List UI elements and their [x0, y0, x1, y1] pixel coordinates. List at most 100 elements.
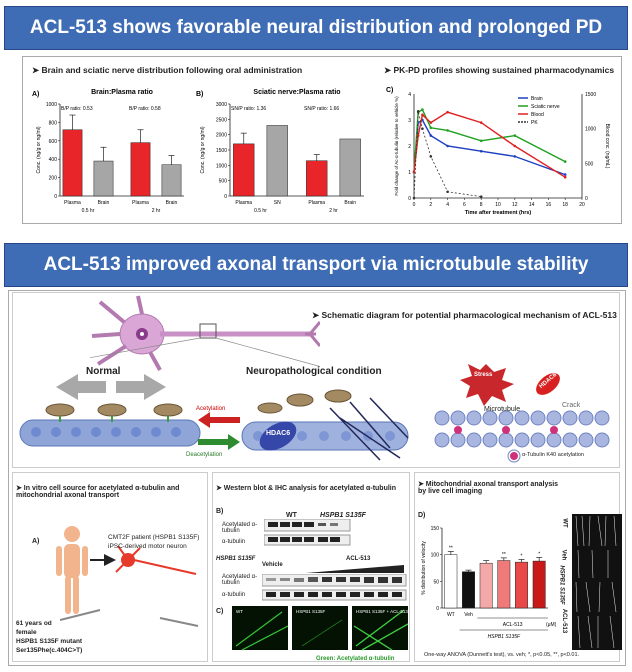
category-label: Plasma: [235, 200, 252, 206]
ky-veh-label: Veh: [560, 549, 567, 561]
data-point: [412, 196, 416, 200]
footnote: One-way ANOVA (Dunnett's test), vs. veh;…: [424, 652, 580, 658]
data-point: [421, 127, 424, 130]
invitro-panel: [12, 472, 208, 662]
patient-label: CMT2F patient (HSPB1 S135F): [108, 534, 200, 541]
data-point: [479, 195, 483, 198]
stress-label: Stress: [474, 372, 493, 378]
wb-hspb-label-2: HSPB1 S135F: [216, 556, 256, 562]
section-title-pkpd: ➤ PK-PD profiles showing sustained pharm…: [384, 65, 615, 75]
y2-tick-label: 1000: [585, 127, 596, 133]
wb-dose-triangle: [306, 565, 404, 573]
section-title-wb: ➤ Western blot & IHC analysis for acetyl…: [216, 485, 397, 492]
y-tick-label: 2500: [216, 117, 227, 123]
neuro-label: Neuropathological condition: [246, 366, 382, 377]
ihc-legend: Green: Acetylated α-tubulin: [316, 656, 395, 662]
chart-title: Sciatic nerve:Plasma ratio: [253, 89, 340, 96]
y-tick-label: 200: [49, 176, 58, 182]
data-point: [446, 190, 449, 194]
y-tick-label: 400: [49, 157, 58, 163]
x-tick-label: 20: [579, 202, 585, 208]
legend-entry: PK: [531, 120, 538, 126]
wb-blot-top: [264, 519, 351, 546]
data-point: [479, 121, 483, 124]
wb-acet-label-2: Acetylated α-tubulin: [222, 574, 258, 586]
hdac6-label-left: HDAC6: [266, 430, 291, 437]
k40-label: α-Tubulin K40 acetylation: [522, 452, 584, 458]
dose-label: ACL-513: [503, 622, 523, 628]
data-point: [446, 144, 449, 148]
normal-label: Normal: [86, 366, 121, 377]
x-tick-label: 16: [546, 202, 552, 208]
category-label: Plasma: [308, 200, 325, 206]
bar: [93, 160, 114, 197]
group-label: 2 hr: [152, 208, 161, 214]
category-label: Plasma: [64, 200, 81, 206]
y-tick-label: 500: [219, 179, 228, 185]
ipsc-label: iPSC-derived motor neuron: [108, 543, 187, 550]
ihc-hspb-label: HSPB1 S135F: [296, 609, 326, 614]
ihc-wt-label: WT: [236, 609, 243, 614]
data-point: [412, 170, 416, 174]
ihc-acl-label: HSPB1 S135F + ACL-513: [356, 609, 408, 614]
data-point: [479, 139, 483, 143]
group-label: 0.5 hr: [254, 208, 267, 214]
panel-b-label: B): [216, 508, 224, 515]
panel-letter: C): [386, 87, 393, 94]
scale-lines: [60, 609, 199, 627]
bar: [444, 554, 458, 609]
data-point: [513, 134, 517, 137]
data-point: [429, 155, 433, 158]
section-title-brain: ➤ Brain and sciatic nerve distribution f…: [32, 65, 303, 75]
wb-acl-label: ACL-513: [346, 556, 371, 562]
y-axis-label: Conc. (ng/g or ng/ml): [200, 126, 206, 173]
mutant-label: HSPB1 S135F mutant: [16, 638, 83, 645]
x-tick-label: 14: [529, 202, 535, 208]
category-label: Brain: [98, 200, 110, 206]
bar: [130, 142, 151, 197]
wb-blot-bottom: [262, 574, 407, 601]
significance-mark: *: [538, 551, 540, 557]
y-tick-label: 0: [54, 194, 57, 200]
unit-label: (μM): [546, 622, 556, 628]
bar: [479, 562, 493, 609]
genotype-label: HSPB1 S135F: [488, 634, 521, 640]
panel-letter: B): [196, 91, 203, 98]
y2-tick-label: 1500: [585, 92, 596, 98]
y-tick-label: 0: [408, 196, 411, 202]
crack-label: Crack: [562, 402, 581, 409]
y2-axis-label: Blood conc. (ng/mL): [604, 124, 610, 169]
group-label: 2 hr: [329, 208, 338, 214]
category-label: Veh: [464, 612, 473, 618]
ky-hspb-label: HSPB1 S135F: [558, 565, 565, 605]
bar: [161, 164, 182, 197]
y-tick-label: 150: [431, 526, 440, 532]
wb-acet-label: Acetylated α-tubulin: [222, 522, 258, 534]
y-tick-label: 0: [436, 606, 439, 612]
y-tick-label: 4: [408, 92, 411, 98]
data-point: [563, 173, 567, 176]
deacetylation-label: Deacetylation: [186, 452, 223, 458]
ratio-annotation: SN/P ratio: 1.66: [304, 106, 339, 112]
stress-microtubule: [434, 364, 610, 463]
ratio-annotation: SN/P ratio: 1.36: [231, 106, 266, 112]
neuro-microtubule: [241, 389, 409, 461]
bar: [532, 560, 546, 609]
significance-mark: *: [521, 553, 523, 559]
ratio-annotation: B/P ratio: 0.53: [61, 106, 93, 112]
bar: [306, 160, 328, 197]
bar: [497, 560, 511, 609]
x-tick-label: 12: [512, 202, 518, 208]
category-label: WT: [447, 612, 455, 618]
brain-plasma-chart: Brain:Plasma ratioA)02004006008001000Con…: [32, 89, 184, 214]
x-tick-label: 4: [446, 202, 449, 208]
neuron-illustration: [90, 295, 320, 371]
bar: [339, 138, 361, 197]
y-tick-label: 3: [408, 118, 411, 124]
banner-top: ACL-513 shows favorable neural distribut…: [4, 6, 628, 50]
data-point: [563, 175, 567, 179]
x-tick-label: 6: [463, 202, 466, 208]
category-label: Brain: [344, 200, 356, 206]
data-point: [421, 108, 424, 111]
category-label: Plasma: [132, 200, 149, 206]
